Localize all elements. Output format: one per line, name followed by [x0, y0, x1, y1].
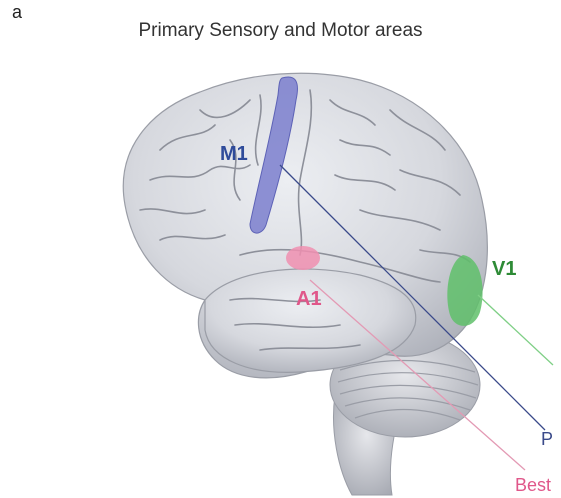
- a1-region: [286, 246, 320, 270]
- pink-line-label: Best: [515, 475, 551, 495]
- blue-line-label: P: [541, 429, 553, 449]
- v1-label: V1: [492, 258, 516, 280]
- a1-label: A1: [296, 288, 322, 310]
- m1-label: M1: [220, 143, 248, 165]
- green-line: [478, 295, 553, 365]
